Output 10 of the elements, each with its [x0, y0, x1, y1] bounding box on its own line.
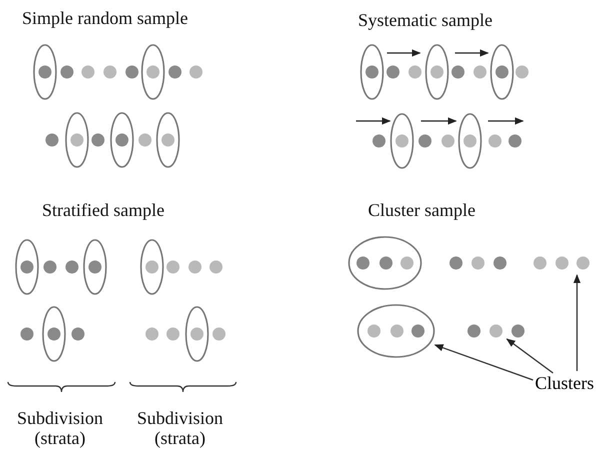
panel-title: Stratified sample [42, 200, 164, 220]
arrow [434, 344, 534, 381]
arrow [506, 338, 554, 374]
arrow [573, 274, 581, 371]
panel-title: Systematic sample [358, 10, 492, 30]
brace-caption: Subdivision (strata) [16, 408, 104, 448]
brace-caption: Subdivision (strata) [136, 408, 224, 448]
callout-text: Clusters [535, 372, 603, 394]
panel-title: Cluster sample [368, 200, 476, 220]
panel-title: Simple random sample [22, 8, 188, 28]
